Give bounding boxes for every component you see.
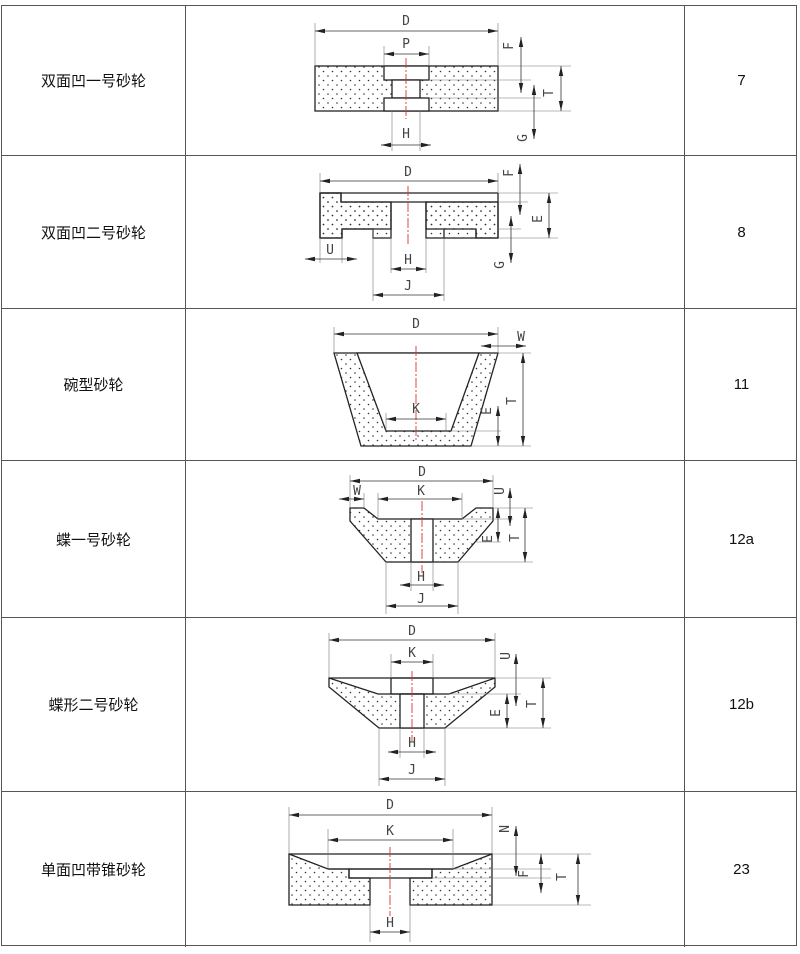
wheel-diagram-12b: D K H J U E T: [328, 624, 551, 786]
dim-label-W: W: [353, 484, 361, 499]
wheel-diagram-23: D K H N F T: [288, 798, 591, 942]
wheel-code: 12a: [684, 461, 798, 617]
wheel-name: 蝶形二号砂轮: [2, 618, 186, 791]
dim-label-H: H: [404, 253, 412, 268]
dim-label-T: T: [542, 89, 557, 97]
table-row: 碗型砂轮 D W K E T 11: [2, 309, 796, 461]
dim-label-J: J: [417, 592, 425, 607]
dim-label-D: D: [408, 624, 416, 639]
wheel-name: 碗型砂轮: [2, 309, 186, 460]
dim-label-D: D: [418, 465, 426, 480]
dim-label-F: F: [502, 42, 517, 50]
table-row: 双面凹一号砂轮 D P H F T G 7: [2, 6, 796, 156]
wheel-name: 蝶一号砂轮: [2, 461, 186, 617]
dim-label-T: T: [525, 700, 540, 708]
dim-label-K: K: [386, 824, 394, 839]
dim-label-D: D: [412, 317, 420, 332]
wheel-diagram-7: D P H F T G: [314, 14, 571, 151]
wheel-diagram-12a: D W K H J U E T: [339, 465, 533, 614]
dim-label-J: J: [404, 279, 412, 294]
wheel-name: 双面凹二号砂轮: [2, 156, 186, 308]
dim-label-J: J: [408, 763, 416, 778]
dim-label-D: D: [402, 14, 410, 29]
dim-label-W: W: [517, 330, 525, 345]
dim-label-D: D: [386, 798, 394, 813]
dim-label-G: G: [516, 134, 531, 142]
dim-label-D: D: [404, 165, 412, 180]
dim-label-F: F: [502, 169, 517, 177]
dim-label-U: U: [326, 243, 334, 258]
dim-label-P: P: [402, 37, 410, 52]
wheel-code: 23: [684, 792, 798, 947]
table-row: 单面凹带锥砂轮 D K H N F T 23: [2, 792, 796, 947]
dim-label-K: K: [408, 646, 416, 661]
dim-label-K: K: [417, 484, 425, 499]
dim-label-U: U: [493, 487, 508, 495]
wheel-diagram-11: D W K E T: [333, 317, 531, 447]
dim-label-H: H: [408, 736, 416, 751]
wheel-code: 8: [684, 156, 798, 308]
dim-label-H: H: [417, 570, 425, 585]
wheel-name: 单面凹带锥砂轮: [2, 792, 186, 947]
dim-label-T: T: [508, 534, 523, 542]
table-row: 蝶形二号砂轮 D K H J U E T 12b: [2, 618, 796, 792]
dim-label-U: U: [499, 652, 514, 660]
table-row: 双面凹二号砂轮 D U H J F E G 8: [2, 156, 796, 309]
dim-label-H: H: [386, 916, 394, 931]
dim-label-G: G: [493, 261, 508, 269]
dim-label-E: E: [489, 709, 504, 717]
wheel-types-table: 双面凹一号砂轮 D P H F T G 7 双面凹二号砂轮 D U H J F: [1, 5, 797, 947]
dim-label-H: H: [402, 127, 410, 142]
wheel-code: 7: [684, 6, 798, 155]
wheel-code: 12b: [684, 618, 798, 791]
table-row: 蝶一号砂轮 D W K H J U E T 12a: [2, 461, 796, 618]
dim-label-E: E: [531, 215, 546, 223]
wheel-name: 双面凹一号砂轮: [2, 6, 186, 155]
wheel-code: 11: [684, 309, 798, 460]
dim-label-T: T: [555, 873, 570, 881]
wheel-diagram-8: D U H J F E G: [305, 164, 558, 301]
dim-label-T: T: [505, 397, 520, 405]
dim-label-K: K: [412, 402, 420, 417]
dim-label-E: E: [481, 535, 496, 543]
dim-label-F: F: [517, 870, 532, 878]
dim-label-N: N: [498, 825, 513, 833]
dim-label-E: E: [480, 407, 495, 415]
